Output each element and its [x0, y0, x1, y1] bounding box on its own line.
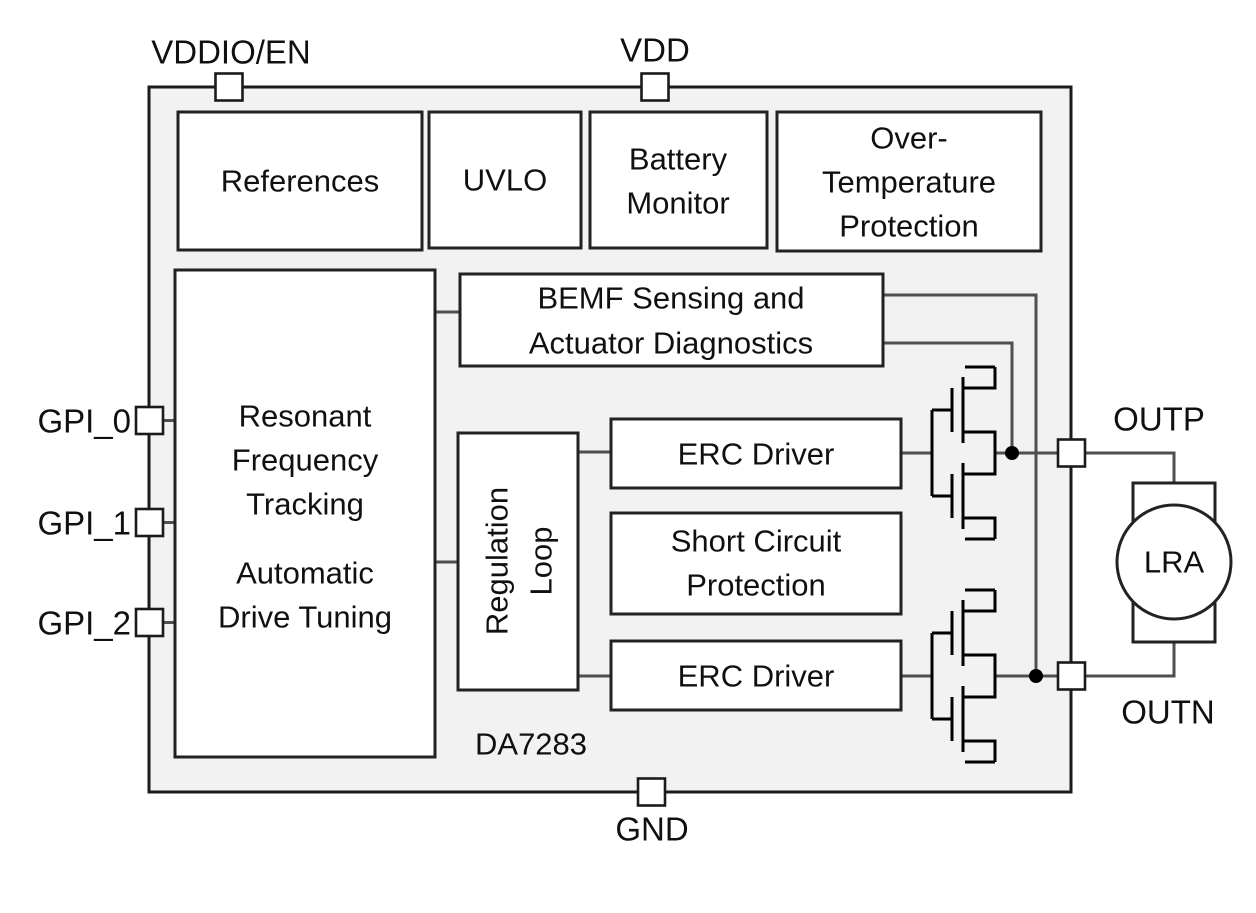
gate-leads [932, 631, 952, 721]
pin-label-gnd: GND [615, 811, 688, 848]
pin-labels: VDDIO/EN VDD GND GPI_0 GPI_1 GPI_2 OUTP … [37, 32, 1214, 848]
block-references: References [176, 110, 424, 252]
pin-outp [1056, 438, 1087, 468]
pin-gpi-2 [134, 607, 165, 638]
pin-vdd [640, 72, 670, 102]
high-side-source [963, 430, 997, 453]
pin-label-vddio-en: VDDIO/EN [151, 34, 311, 71]
block-short-circuit-box [609, 511, 903, 616]
pin-vddio-en [214, 72, 244, 102]
wire-bemf-outp-sense [883, 341, 1014, 453]
pin-label-vdd: VDD [620, 32, 690, 69]
high-side-source [963, 653, 997, 676]
block-erc-driver-bottom: ERC Driver [609, 639, 903, 712]
outp-junction-dot [1005, 446, 1019, 460]
block-rft-line3: Tracking [246, 487, 364, 522]
high-side-drain [963, 588, 997, 613]
pin-label-gpi-1: GPI_1 [37, 505, 131, 542]
lra-circle [1115, 503, 1233, 621]
block-erc-driver-bottom-label: ERC Driver [678, 659, 835, 694]
low-side-source [963, 739, 997, 764]
block-uvlo: UVLO [427, 110, 583, 250]
block-short-circuit: Short Circuit Protection [609, 511, 903, 616]
block-over-temperature-line3: Protection [839, 209, 979, 244]
block-bemf-box [458, 272, 885, 368]
internal-wires [162, 293, 1058, 678]
block-resonant-tracking-box [173, 268, 437, 759]
pin-label-outp: OUTP [1113, 401, 1205, 438]
block-regulation-loop-box [456, 431, 580, 692]
block-uvlo-box [427, 110, 583, 250]
block-over-temperature: Over- Temperature Protection [775, 110, 1043, 253]
pins [134, 72, 1087, 807]
pin-gpi-1 [134, 507, 165, 538]
block-over-temperature-line2: Temperature [822, 165, 996, 200]
lra-label: LRA [1144, 545, 1205, 580]
pin-label-gpi-2: GPI_2 [37, 605, 131, 642]
block-bemf-line1: BEMF Sensing and [537, 281, 804, 316]
block-resonant-tracking: Resonant Frequency Tracking Automatic Dr… [173, 268, 437, 759]
block-regulation-loop: Regulation Loop [456, 431, 580, 692]
mosfet-pair-outn [930, 588, 1043, 764]
block-erc-driver-top-label: ERC Driver [678, 437, 835, 472]
block-battery-monitor-line2: Monitor [626, 186, 729, 221]
block-uvlo-label: UVLO [463, 163, 547, 198]
block-rft-line1: Resonant [239, 399, 372, 434]
block-erc-driver-top: ERC Driver [609, 417, 903, 490]
block-short-circuit-line1: Short Circuit [671, 524, 842, 559]
block-references-label: References [221, 164, 380, 199]
gate-leads [932, 408, 952, 498]
block-rft-line4: Automatic [236, 556, 374, 591]
block-over-temperature-line1: Over- [870, 121, 948, 156]
block-bemf-line2: Actuator Diagnostics [529, 326, 813, 361]
high-side-drain [963, 365, 997, 390]
pin-outn [1056, 661, 1087, 691]
block-rft-line2: Frequency [232, 443, 379, 478]
pin-label-outn: OUTN [1121, 694, 1215, 731]
block-references-box [176, 110, 424, 252]
block-bemf: BEMF Sensing and Actuator Diagnostics [458, 272, 885, 368]
block-over-temperature-box [775, 110, 1043, 253]
pin-label-gpi-0: GPI_0 [37, 403, 131, 440]
block-battery-monitor-line1: Battery [629, 142, 728, 177]
block-regulation-loop-line2: Loop [524, 527, 559, 596]
low-side-source [963, 516, 997, 541]
block-erc-driver-bottom-box [609, 639, 903, 712]
mosfet-pair-outp [930, 365, 1019, 541]
outn-junction-dot [1029, 669, 1043, 683]
pin-gpi-0 [134, 405, 165, 436]
block-erc-driver-top-box [609, 417, 903, 490]
chip-name: DA7283 [475, 727, 587, 762]
block-short-circuit-line2: Protection [686, 568, 826, 603]
lra-load: LRA [1085, 451, 1233, 678]
wire-lra-outn [1085, 642, 1176, 678]
pin-gnd [636, 777, 667, 807]
low-side-drain [963, 676, 997, 699]
low-side-drain [963, 453, 997, 476]
block-battery-monitor: Battery Monitor [588, 110, 769, 250]
block-regulation-loop-line1: Regulation [480, 487, 515, 635]
block-rft-line5: Drive Tuning [218, 600, 392, 635]
block-battery-monitor-box [588, 110, 769, 250]
wire-outp-lra [1085, 451, 1176, 483]
wire-bemf-outn-sense [883, 293, 1038, 676]
